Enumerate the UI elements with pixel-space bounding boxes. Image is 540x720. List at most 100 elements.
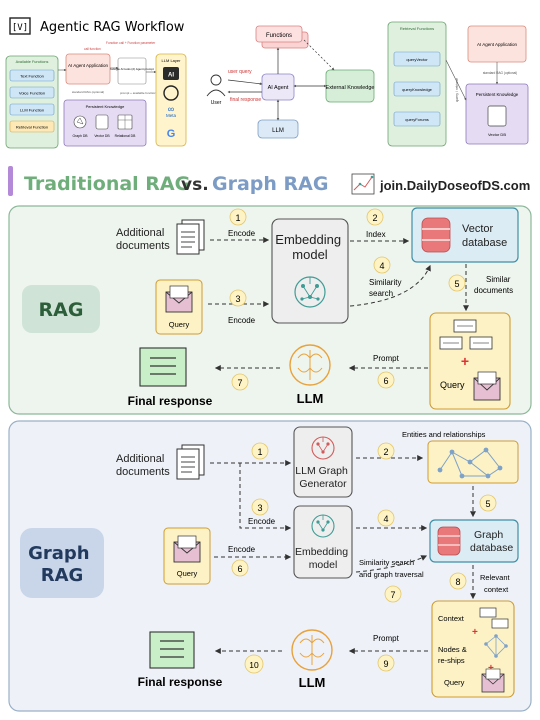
- graph-relevant-context-line1: Relevant: [480, 573, 511, 582]
- db-label-1: Vector DB: [94, 134, 110, 138]
- graph-query: Query: [177, 569, 198, 578]
- arrow-functions-external: [303, 39, 335, 71]
- rag-encode-3: Encode: [228, 316, 256, 325]
- graph-database-label: Graph database: [470, 529, 513, 554]
- note-standard-rag-right: standard RAG (optional): [483, 71, 517, 75]
- retrieval-functions-title: Retrieval Functions: [400, 26, 434, 31]
- retrieval-function-label-1: queryKnowledge: [402, 87, 433, 92]
- graph-encode-3: Encode: [248, 517, 276, 526]
- arrow-functions-pk: [445, 59, 467, 101]
- rag-embedding-model-box: [271, 218, 349, 324]
- graph-arrow-3: [239, 463, 292, 531]
- graph-query-envelope-icon: [173, 535, 201, 563]
- rag-embedding-network-icon: [294, 276, 326, 308]
- logo-text: [V]: [12, 23, 28, 33]
- db-label-2: Relational DB: [115, 134, 136, 138]
- vector-db-icon-right: [487, 105, 507, 127]
- graph-rag-label-box: [20, 528, 104, 598]
- note-standard-rag-left: standard RAG (optional): [72, 90, 104, 94]
- graph-step-1-circle: [251, 442, 269, 460]
- graph-context-graph-icon: [484, 634, 508, 658]
- banner: Traditional RAG vs. Graph RAG join.Daily…: [8, 166, 530, 196]
- vector-db-icon-top: [95, 114, 109, 130]
- graph-embedding-model-line1: Embedding: [295, 546, 348, 558]
- rag-label-box: [22, 285, 100, 333]
- banner-site: join.DailyDoseofDS.com: [379, 178, 530, 193]
- function-label-0: Text Function: [20, 74, 44, 79]
- function-label-2: LLM Function: [20, 108, 44, 113]
- arrow-user-agent: [227, 79, 263, 86]
- retrieval-function-box-1: [393, 81, 441, 97]
- banner-title-vs: vs.: [181, 175, 209, 195]
- llm-label-top: LLM: [272, 128, 284, 134]
- function-label-3: Retrieval Function: [16, 125, 48, 130]
- rag-llm-brain-icon: [289, 344, 331, 386]
- graph-additional-documents-line1: Additional: [116, 453, 164, 465]
- graph-step-9: 9: [383, 659, 388, 669]
- retrieval-function-box-0: [393, 51, 441, 67]
- rag-similarity-search: Similarity search: [369, 278, 404, 298]
- persistent-knowledge-right-label: Persistent Knowledge: [476, 92, 519, 97]
- final-response-top-label: final response: [230, 97, 261, 103]
- right-agent-label: AI Agent Application: [477, 42, 518, 47]
- graph-documents-icon: [176, 444, 205, 480]
- top-strip: [V] Agentic RAG Workflow Available Funct…: [5, 17, 529, 149]
- graph-step-2: 2: [383, 447, 388, 457]
- left-agent-box: [65, 53, 111, 85]
- graph-rag-label-line2: RAG: [41, 565, 84, 586]
- rag-similar-documents-line2: documents: [474, 286, 513, 295]
- prompt-box: [117, 57, 147, 85]
- graph-database-line1: Graph: [474, 529, 503, 541]
- llm-logo-2: Meta: [166, 113, 177, 118]
- banner-accent-bar: [8, 166, 13, 196]
- vector-db-right-label: Vector DB: [488, 132, 506, 137]
- rag-vector-db-icon: [421, 217, 451, 253]
- persistent-knowledge-left-label: Persistent Knowledge: [86, 104, 125, 109]
- rag-index: Index: [366, 230, 386, 239]
- graph-embedding-model-line2: model: [309, 559, 338, 571]
- graph-step-5-circle: [479, 494, 497, 512]
- graph-rag-section: Graph RAG Additional documents 1 3 Encod…: [8, 420, 532, 712]
- graph-step-4: 4: [383, 514, 388, 524]
- rag-label: RAG: [39, 299, 84, 321]
- rag-step-5: 5: [454, 279, 459, 289]
- graph-final-response: Final response: [138, 675, 223, 689]
- graph-prompt: Prompt: [373, 634, 400, 643]
- graph-relevant-context-line2: context: [484, 585, 509, 594]
- rag-doc-snippets-icon: [439, 319, 493, 350]
- graph-embedding-model-label: Embedding model: [295, 546, 351, 571]
- top-middle-panel: Functions AI Agent User user query final…: [206, 25, 374, 139]
- rag-vector-database-line2: database: [462, 237, 507, 249]
- graph-encode-6: Encode: [228, 545, 256, 554]
- user-label: User: [211, 100, 222, 106]
- llm-logo-3: G: [167, 128, 176, 140]
- graph-db-icon: [73, 115, 87, 129]
- rag-step-7: 7: [237, 378, 242, 388]
- rag-embedding-model-line1: Embedding: [275, 232, 341, 247]
- entities-graph-box: [427, 440, 519, 484]
- user-query-label: user query: [228, 69, 252, 75]
- rag-final-response: Final response: [128, 394, 213, 408]
- banner-title-traditional-rag: Traditional RAG: [24, 173, 190, 195]
- graph-similarity-traversal: Similarity search and graph traversal: [359, 558, 424, 579]
- graph-step-7: 7: [390, 590, 395, 600]
- graph-step-8-circle: [449, 572, 467, 590]
- rag-step-3-circle: [229, 289, 247, 307]
- graph-step-3: 3: [257, 503, 262, 513]
- middle-agent-label: AI Agent: [268, 85, 289, 91]
- rag-vector-database-label: Vector database: [462, 223, 507, 249]
- graph-additional-documents: Additional documents: [116, 453, 170, 478]
- function-box-3: [9, 120, 55, 133]
- user-head-icon: [210, 74, 222, 86]
- function-box-2: [9, 103, 55, 116]
- rag-embedding-model-label: Embedding model: [275, 232, 344, 262]
- graph-similarity-traversal-line1: Similarity search: [359, 558, 414, 567]
- graph-db-cylinder-icon: [437, 526, 461, 556]
- rag-step-5-circle: [448, 274, 466, 292]
- top-left-panel: Available Functions Text Function Voice …: [5, 41, 187, 149]
- knowledge-graph-icon: [437, 447, 503, 479]
- graph-relevant-context: Relevant context: [480, 573, 512, 594]
- graph-rag-panel: [8, 420, 532, 712]
- graph-plus-icon-2: +: [488, 663, 494, 674]
- llm-layer-label: LLM Layer: [162, 58, 182, 63]
